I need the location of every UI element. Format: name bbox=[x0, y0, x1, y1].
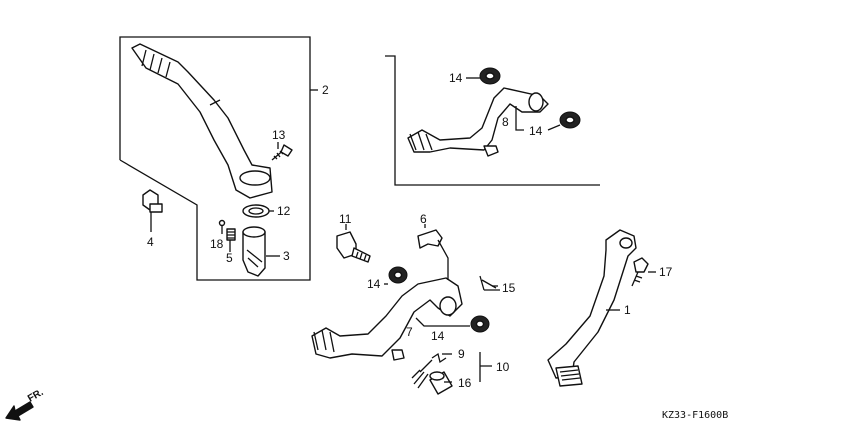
pivot-bolt-11 bbox=[336, 231, 371, 263]
callout-7: 7 bbox=[406, 325, 413, 339]
callout-3: 3 bbox=[283, 249, 290, 263]
callout-1: 1 bbox=[624, 303, 631, 317]
seal-12 bbox=[242, 204, 270, 218]
kick-spindle-3 bbox=[242, 226, 266, 277]
brake-pedal-group bbox=[385, 55, 600, 186]
callout-9: 9 bbox=[458, 347, 465, 361]
brake-group-frame bbox=[385, 55, 600, 186]
callout-18: 18 bbox=[210, 237, 224, 251]
bolt-17 bbox=[631, 257, 649, 287]
brake-pedal-8 bbox=[407, 87, 549, 157]
callout-11: 11 bbox=[339, 212, 352, 226]
callout-12: 12 bbox=[277, 204, 291, 218]
front-direction-indicator: FR. bbox=[5, 387, 46, 421]
callout-16: 16 bbox=[458, 376, 472, 390]
bolt-4 bbox=[142, 189, 163, 213]
cotter-pin-15 bbox=[479, 275, 500, 291]
callout-labels: 2 13 12 3 18 5 4 14 8 14 11 6 14 15 7 14… bbox=[147, 71, 673, 390]
ball-18 bbox=[218, 219, 226, 227]
drawing-code: KZ33-F1600B bbox=[662, 410, 728, 421]
brake-pedal-lower-group bbox=[311, 224, 500, 395]
callout-15: 15 bbox=[502, 281, 516, 295]
callout-10: 10 bbox=[496, 360, 510, 374]
callout-13: 13 bbox=[272, 128, 286, 142]
bracket-6 bbox=[417, 229, 449, 280]
callout-5: 5 bbox=[226, 251, 233, 265]
front-arrow-icon bbox=[5, 401, 34, 421]
gearshift-pedal-group bbox=[547, 229, 656, 387]
bolt-13 bbox=[271, 144, 293, 161]
bearing-14c bbox=[388, 266, 408, 284]
callout-17: 17 bbox=[659, 265, 673, 279]
sleeve-16 bbox=[429, 371, 453, 395]
kick-arm bbox=[131, 43, 273, 199]
gearshift-pedal-1 bbox=[547, 229, 637, 387]
callout-14b: 14 bbox=[529, 124, 543, 138]
spring-5 bbox=[226, 228, 236, 241]
callout-14d: 14 bbox=[431, 329, 445, 343]
callout-4: 4 bbox=[147, 235, 154, 249]
callout-2: 2 bbox=[322, 83, 329, 97]
spring-9 bbox=[411, 352, 447, 389]
bearing-14d bbox=[470, 315, 490, 333]
callout-6: 6 bbox=[420, 212, 427, 226]
brake-pedal-7 bbox=[311, 277, 463, 361]
fr-label: FR. bbox=[26, 387, 46, 405]
bearing-14a bbox=[479, 67, 501, 85]
callout-14a: 14 bbox=[449, 71, 463, 85]
bearing-14b bbox=[559, 111, 581, 129]
kick-starter-group bbox=[119, 36, 318, 281]
kick-group-frame bbox=[119, 36, 311, 281]
callout-14c: 14 bbox=[367, 277, 381, 291]
callout-8: 8 bbox=[502, 115, 509, 129]
